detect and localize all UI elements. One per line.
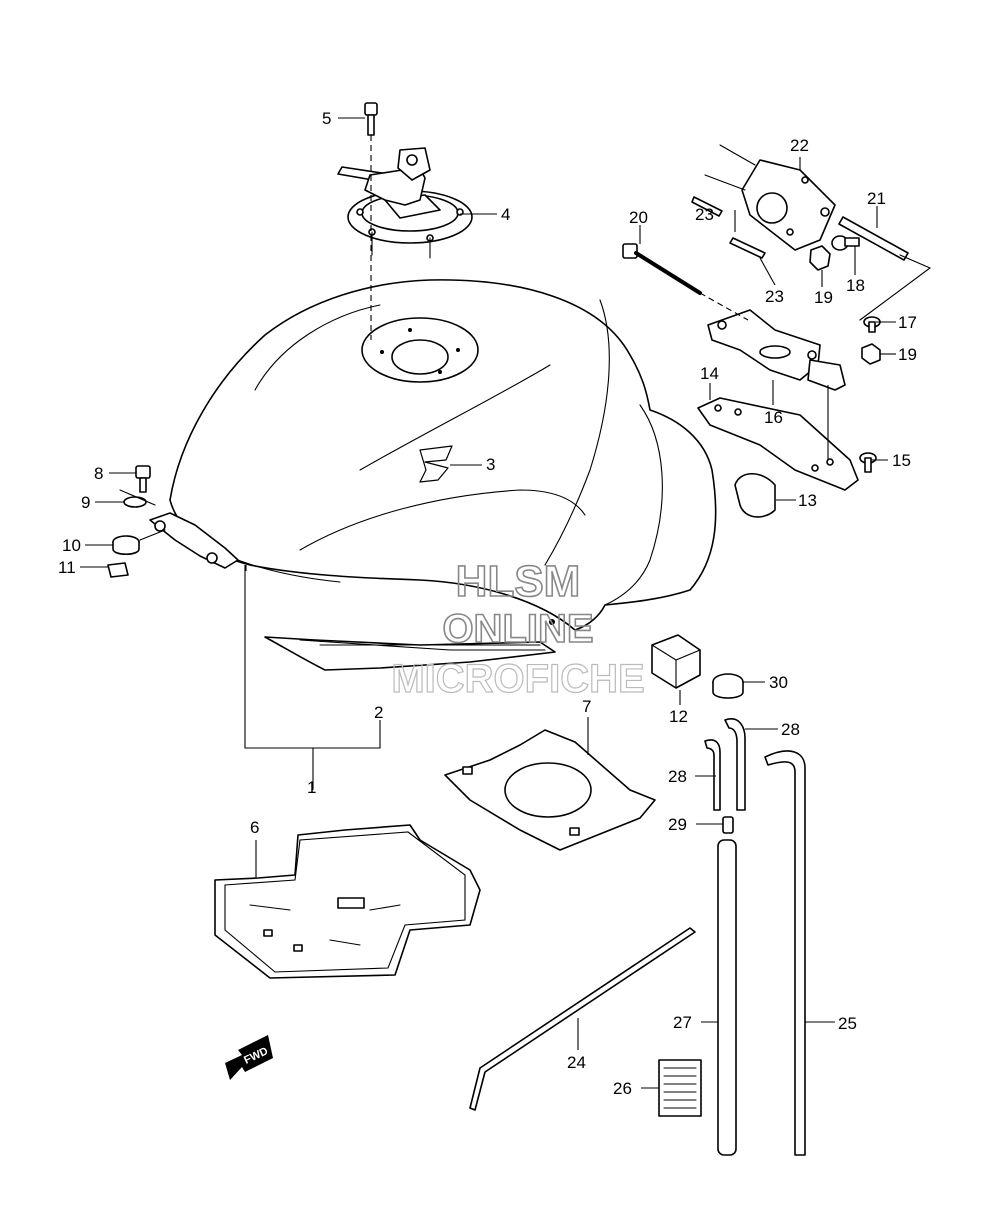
- hose-28-right: [724, 718, 746, 811]
- callout-8: 8: [94, 464, 103, 483]
- callout-25: 25: [838, 1014, 857, 1033]
- watermark-line-1: HLSM: [456, 557, 581, 606]
- nut-19b: [861, 343, 881, 365]
- callout-5: 5: [322, 109, 331, 128]
- tank-bracket-16: [707, 309, 821, 381]
- forward-direction-arrow: FWD: [225, 1035, 273, 1080]
- hinge-bracket-22: [704, 144, 836, 251]
- callout-29: 29: [668, 815, 687, 834]
- callout-19b: 19: [898, 345, 917, 364]
- callout-3: 3: [486, 455, 495, 474]
- bolt-15: [859, 452, 877, 473]
- callout-15: 15: [892, 451, 911, 470]
- callout-7: 7: [582, 697, 591, 716]
- callout-30: 30: [769, 673, 788, 692]
- cap-bolt: [364, 102, 378, 340]
- leader-lines: [80, 117, 896, 1089]
- watermark-line-2: ONLINE: [442, 607, 593, 651]
- callout-22: 22: [790, 136, 809, 155]
- pin-23a: [691, 196, 723, 217]
- hose-25: [764, 750, 806, 1156]
- pin-23b: [729, 237, 766, 259]
- callout-1: 1: [307, 778, 316, 797]
- callout-28b: 28: [781, 720, 800, 739]
- shaft-21: [838, 216, 909, 261]
- fuel-cap: [337, 147, 473, 259]
- rod-24: [469, 927, 696, 1111]
- callout-11: 11: [58, 558, 76, 577]
- screw-17: [863, 316, 881, 333]
- callout-23b: 23: [765, 287, 784, 306]
- bolt-18: [831, 235, 860, 251]
- ring-30: [712, 673, 744, 699]
- callout-28a: 28: [668, 767, 687, 786]
- mount-bolt-8: [135, 465, 151, 493]
- callout-20: 20: [629, 208, 648, 227]
- cushion-13: [734, 472, 776, 518]
- hose-27: [717, 839, 737, 1156]
- callout-18: 18: [846, 276, 865, 295]
- collar-11: [107, 562, 129, 578]
- callout-19a: 19: [814, 288, 833, 307]
- callout-9: 9: [81, 493, 90, 512]
- callout-16: 16: [764, 408, 783, 427]
- tank-plate-7: [444, 729, 656, 851]
- washer-9: [123, 496, 147, 508]
- joint-29: [722, 816, 734, 834]
- long-bolt-20: [622, 243, 749, 321]
- callout-labels: 1 2 3 4 5 6 7 8 9 10 11 12 13 14 15 16 1…: [58, 109, 917, 1098]
- callout-27: 27: [673, 1013, 692, 1032]
- block-12: [651, 634, 701, 689]
- nut-19a: [809, 245, 831, 271]
- heat-shield-6: [214, 824, 481, 979]
- callout-13: 13: [798, 491, 817, 510]
- callout-12: 12: [669, 707, 688, 726]
- mesh-26: [658, 1059, 702, 1117]
- callout-24: 24: [567, 1053, 586, 1072]
- callout-10: 10: [62, 536, 81, 555]
- cushion-10: [112, 535, 140, 556]
- callout-23a: 23: [695, 205, 714, 224]
- callout-2: 2: [374, 703, 383, 722]
- watermark: HLSM ONLINE MICROFICHE: [391, 556, 646, 701]
- callout-14: 14: [700, 364, 719, 383]
- callout-26: 26: [613, 1079, 632, 1098]
- callout-17: 17: [898, 313, 917, 332]
- fuel-tank: [149, 279, 717, 631]
- hose-28-left: [704, 739, 721, 811]
- callout-4: 4: [501, 205, 510, 224]
- watermark-line-3: MICROFICHE: [391, 657, 644, 701]
- bracket-plate-14: [697, 397, 859, 491]
- callout-6: 6: [250, 818, 259, 837]
- callout-21: 21: [867, 189, 886, 208]
